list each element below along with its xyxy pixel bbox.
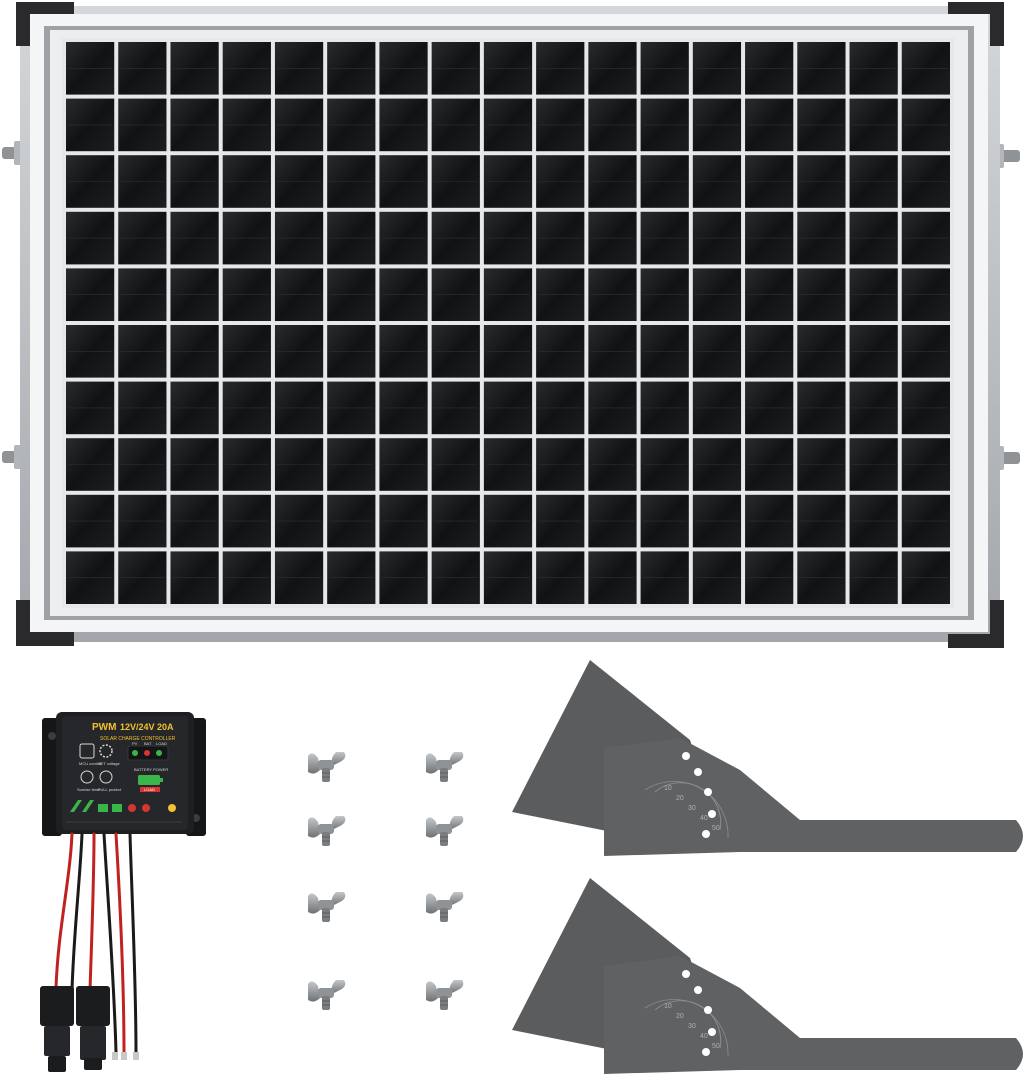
wing-screw	[426, 892, 464, 922]
bracket-hole	[702, 830, 710, 838]
tilt-bracket: 10 20 30 40 50	[512, 878, 1023, 1074]
terminal-icons	[66, 800, 182, 823]
angle-mark: 10	[664, 785, 672, 792]
wing-screw	[426, 752, 464, 782]
controller-wires	[54, 832, 138, 1056]
corner-protector	[16, 2, 1004, 648]
load-label: LOAD	[144, 787, 155, 792]
bracket-hole	[682, 970, 690, 978]
feature-timer: Sunrise timer	[77, 787, 101, 792]
angle-mark: 40	[700, 815, 708, 822]
tilt-brackets: 10 20 30 40 50 10 20 30 40 50	[512, 660, 1023, 1074]
feature-pwm: FULL protect	[98, 787, 122, 792]
timer-icon	[80, 770, 94, 784]
mcu-icon	[79, 743, 95, 759]
wing-screw	[426, 980, 464, 1010]
bat-led	[144, 750, 150, 756]
controller-brand: PWM	[92, 722, 116, 733]
angle-mark: 20	[676, 1013, 684, 1020]
solar-cells	[66, 42, 950, 604]
angle-mark: 30	[688, 805, 696, 812]
indicator-pv: PV	[132, 741, 138, 746]
battery-label: BATTERY POWER	[134, 767, 168, 772]
wing-screw	[308, 980, 346, 1010]
angle-mark: 50	[712, 1043, 720, 1050]
wing-screw	[308, 816, 346, 846]
protect-icon	[99, 770, 113, 784]
bracket-hole	[708, 810, 716, 818]
controller-subtitle: SOLAR CHARGE CONTROLLER	[100, 736, 176, 742]
bracket-hole	[682, 752, 690, 760]
wing-screw	[308, 892, 346, 922]
wing-screw	[426, 816, 464, 846]
angle-mark: 40	[700, 1033, 708, 1040]
indicator-load: LOAD	[156, 741, 167, 746]
sun-icon	[168, 804, 176, 812]
angle-mark: 20	[676, 795, 684, 802]
wire-ends	[112, 1052, 139, 1060]
bracket-hole	[704, 788, 712, 796]
bracket-hole	[694, 986, 702, 994]
battery-icon	[138, 775, 160, 785]
gear-icon	[99, 744, 113, 758]
feature-set: SET voltage	[98, 761, 120, 766]
feature-mcu: MCU control	[79, 761, 101, 766]
indicator-bat: BAT	[144, 741, 152, 746]
controller-rating: 12V/24V 20A	[120, 722, 174, 732]
bracket-hole	[708, 1028, 716, 1036]
bracket-hole	[702, 1048, 710, 1056]
solar-panel	[2, 2, 1020, 648]
pv-led	[132, 750, 138, 756]
wing-screws	[308, 752, 464, 1010]
angle-mark: 50	[712, 825, 720, 832]
charge-controller: PWM 12V/24V 20A SOLAR CHARGE CONTROLLER …	[40, 712, 206, 1072]
angle-mark: 30	[688, 1023, 696, 1030]
angle-mark: 10	[664, 1003, 672, 1010]
load-led	[156, 750, 162, 756]
bracket-hole	[704, 1006, 712, 1014]
bracket-hole	[694, 768, 702, 776]
wing-screw	[308, 752, 346, 782]
mc4-connector	[40, 986, 110, 1072]
tilt-bracket: 10 20 30 40 50	[512, 660, 1023, 856]
